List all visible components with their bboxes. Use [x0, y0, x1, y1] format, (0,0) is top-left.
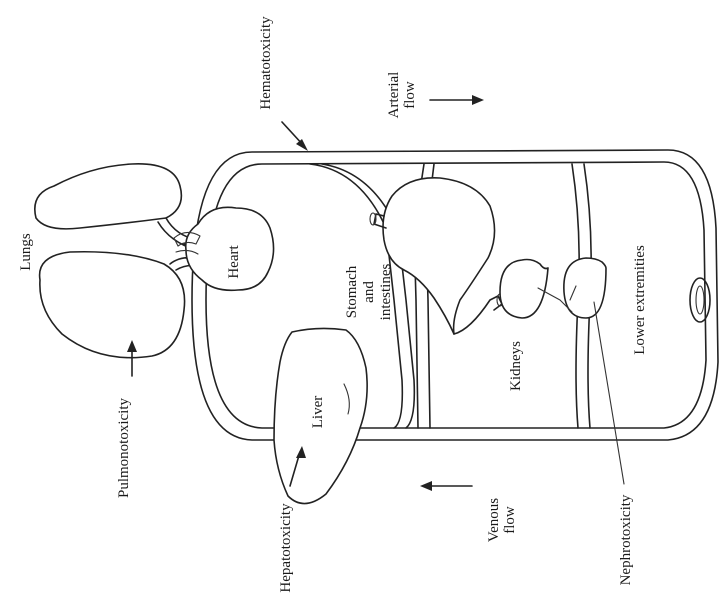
label-pulmonotoxicity: Pulmonotoxicity [116, 398, 132, 499]
arterial-flow-arrow [430, 95, 484, 105]
label-kidneys: Kidneys [508, 341, 524, 391]
nephrotoxicity-pointer [594, 302, 624, 484]
heart [174, 207, 274, 290]
label-stomach-line3: intestines [378, 264, 394, 321]
label-hematotoxicity: Hematotoxicity [258, 16, 274, 110]
label-stomach-line1: Stomach [344, 265, 360, 318]
label-liver: Liver [310, 396, 326, 428]
label-lungs: Lungs [18, 233, 34, 271]
label-arterial-flow-line1: Arterial [386, 72, 402, 119]
label-heart: Heart [226, 245, 242, 279]
label-hepatotoxicity: Hepatotoxicity [278, 503, 294, 593]
lower-extremities-end [690, 278, 710, 322]
label-arterial-flow-line2: flow [402, 81, 418, 109]
label-venous-flow-line1: Venous [486, 498, 502, 542]
hematotoxicity-pointer [282, 122, 308, 151]
label-venous-flow-line2: flow [502, 506, 518, 534]
label-lower-extremities: Lower extremities [632, 245, 648, 355]
label-stomach-line2: and [361, 281, 377, 303]
venous-flow-arrow [420, 481, 472, 491]
kidneys [500, 258, 606, 318]
label-nephrotoxicity: Nephrotoxicity [618, 494, 634, 585]
lungs [35, 164, 212, 358]
